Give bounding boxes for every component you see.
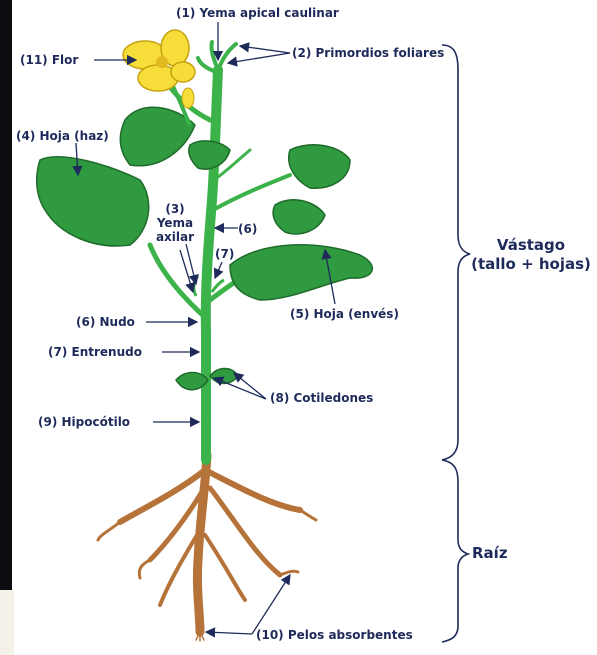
- label-axillary-line1: Yema: [152, 216, 198, 230]
- label-shoot: Vástago (tallo + hojas): [470, 236, 592, 274]
- label-internode: (7) Entrenudo: [48, 345, 142, 359]
- label-node-upper: (6): [238, 222, 257, 236]
- raiz-brace: [442, 460, 468, 642]
- label-leaf-upper-side: (4) Hoja (haz): [16, 129, 109, 143]
- label-flower: (11) Flor: [20, 53, 78, 67]
- label-shoot-line1: Vástago: [470, 236, 592, 255]
- label-axillary-line2: axilar: [152, 230, 198, 244]
- label-root-hairs: (10) Pelos absorbentes: [256, 628, 413, 642]
- leaf-right-mid: [273, 200, 325, 234]
- leaf-haz: [37, 157, 149, 246]
- left-edge-strip: [0, 590, 14, 655]
- label-shoot-line2: (tallo + hojas): [470, 255, 592, 274]
- main-stem: [206, 70, 218, 460]
- label-cotyledons: (8) Cotiledones: [270, 391, 373, 405]
- leaf-right-upper: [289, 145, 350, 188]
- label-leaf-primordia: (2) Primordios foliares: [292, 46, 444, 60]
- label-root: Raíz: [472, 544, 508, 563]
- label-leaf-under-side: (5) Hoja (envés): [290, 307, 399, 321]
- label-internode-upper: (7): [215, 247, 234, 261]
- leaf-upper-haz: [120, 107, 195, 166]
- label-apical-bud: (1) Yema apical caulinar: [176, 6, 339, 20]
- leaf-mid-small: [189, 141, 230, 169]
- label-axillary-bud: (3) Yema axilar: [152, 202, 198, 244]
- leaf-enves: [230, 245, 372, 300]
- label-hypocotyl: (9) Hipocótilo: [38, 415, 130, 429]
- label-node: (6) Nudo: [76, 315, 135, 329]
- label-axillary-number: (3): [152, 202, 198, 216]
- vastago-brace: [442, 45, 470, 460]
- apical-bud: [198, 42, 236, 72]
- cotyledon-right: [210, 369, 238, 384]
- root-system: [98, 455, 316, 641]
